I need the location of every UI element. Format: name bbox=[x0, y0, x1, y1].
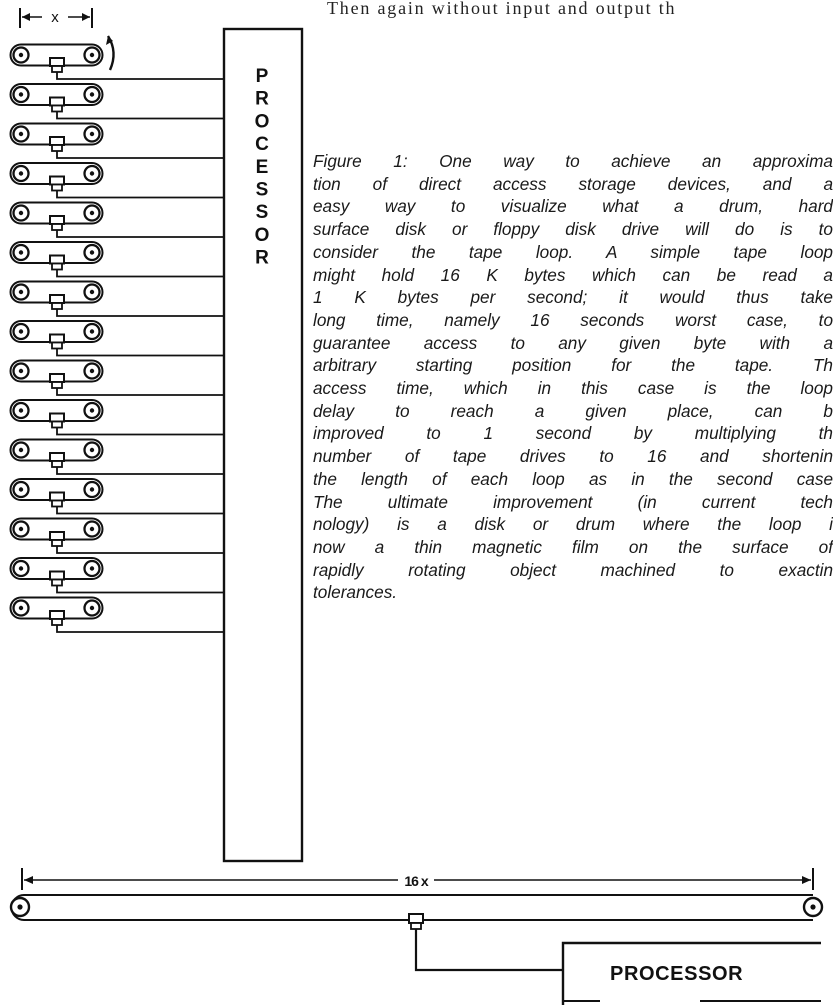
connection-line bbox=[56, 151, 224, 159]
caption-line: long time, namely 16 seconds worst case,… bbox=[313, 309, 833, 330]
long-tape-loop bbox=[9, 894, 824, 972]
tape-head bbox=[49, 610, 65, 620]
caption-line: easy way to visualize what a drum, hard bbox=[313, 196, 833, 217]
dimension-x-label: x bbox=[51, 9, 59, 26]
tape-drive bbox=[9, 359, 224, 396]
connection-line bbox=[56, 309, 224, 317]
tape-drive bbox=[9, 43, 224, 80]
caption-line: number of tape drives to 16 and shorteni… bbox=[313, 446, 833, 467]
dimension-16x-label: 16 x bbox=[404, 873, 428, 889]
processor-letter: S bbox=[256, 202, 269, 223]
processor-box-horizontal: PROCESSOR bbox=[561, 941, 821, 1005]
top-text: Then again without input and output th bbox=[327, 0, 677, 18]
connection-line bbox=[56, 467, 224, 475]
processor-box-vertical bbox=[222, 27, 304, 863]
connection-line bbox=[56, 190, 224, 199]
tape-drive bbox=[9, 162, 224, 199]
processor-letter: C bbox=[255, 134, 269, 155]
tape-drive bbox=[9, 478, 224, 515]
tape-head bbox=[49, 373, 65, 383]
caption-line: guarantee access to any given byte with … bbox=[313, 332, 833, 353]
tape-drive bbox=[9, 122, 224, 159]
processor-letter: R bbox=[255, 248, 269, 269]
tape-drive bbox=[9, 83, 224, 120]
caption-line: Figure 1: One way to achieve an approxim… bbox=[313, 151, 833, 171]
tape-head bbox=[49, 294, 65, 304]
tape-drive bbox=[9, 517, 224, 554]
tape-drive bbox=[9, 241, 224, 278]
tape-drive bbox=[9, 438, 224, 475]
tape-drive bbox=[9, 399, 224, 436]
caption-line: consider the tape loop. A simple tape lo… bbox=[313, 241, 833, 262]
caption-line: 1 K bytes per second; it would thus take bbox=[313, 287, 833, 308]
tape-head bbox=[49, 333, 65, 344]
processor-horizontal-label: PROCESSOR bbox=[610, 963, 743, 985]
tape-head bbox=[49, 491, 65, 502]
tape-drive bbox=[9, 201, 224, 238]
connection-line bbox=[56, 388, 224, 396]
connection-line bbox=[56, 546, 224, 554]
caption-line: improved to 1 second by multiplying th bbox=[313, 423, 833, 444]
processor-letter: O bbox=[255, 225, 270, 246]
tape-head bbox=[49, 570, 65, 581]
tape-head bbox=[49, 452, 65, 462]
tape-drive bbox=[9, 557, 224, 594]
caption-line: rapidly rotating object machined to exac… bbox=[313, 559, 833, 580]
tape-head bbox=[49, 57, 65, 67]
connection-line bbox=[56, 348, 224, 357]
caption-line: tion of direct access storage devices, a… bbox=[313, 173, 833, 194]
processor-letter: E bbox=[256, 157, 269, 178]
tape-drive bbox=[9, 320, 224, 357]
figure-caption: Figure 1: One way to achieve an approxim… bbox=[313, 150, 833, 604]
tape-drive bbox=[9, 596, 224, 633]
caption-line: now a thin magnetic film on the surface … bbox=[313, 536, 833, 557]
tape-head bbox=[49, 215, 65, 225]
processor-letter: S bbox=[256, 180, 269, 201]
connection-line bbox=[56, 230, 224, 238]
connection-line bbox=[56, 269, 224, 278]
processor-letter: R bbox=[255, 89, 269, 110]
tape-head bbox=[49, 136, 65, 146]
tape-drive bbox=[9, 280, 224, 317]
caption-line: The ultimate improvement (in current tec… bbox=[313, 491, 833, 512]
connection-line bbox=[56, 111, 224, 120]
processor-letter: O bbox=[255, 111, 270, 132]
tape-drives-group bbox=[9, 43, 224, 633]
processor-letter: P bbox=[256, 66, 269, 87]
caption-line: access time, which in this case is the l… bbox=[313, 378, 833, 399]
tape-head bbox=[49, 412, 65, 423]
caption-line: surface disk or floppy disk drive will d… bbox=[313, 219, 833, 240]
caption-line: tolerances. bbox=[313, 582, 398, 603]
tape-head bbox=[49, 254, 65, 265]
tape-head bbox=[49, 175, 65, 186]
long-loop-head bbox=[408, 913, 424, 924]
tape-head bbox=[49, 531, 65, 541]
dimension-x: x bbox=[19, 8, 93, 28]
caption-line: arbitrary starting position for the tape… bbox=[313, 355, 833, 376]
connection-line bbox=[56, 625, 224, 633]
connection-line bbox=[56, 585, 224, 594]
caption-line: delay to reach a given place, can b bbox=[313, 400, 833, 421]
connection-line bbox=[56, 506, 224, 515]
caption-line: might hold 16 K bytes which can be read … bbox=[313, 264, 833, 285]
processor-vertical-label: PROCESSOR bbox=[255, 66, 270, 269]
caption-line: the length of each loop as in the second… bbox=[313, 468, 833, 489]
dimension-16x: 16 x bbox=[21, 868, 814, 890]
tape-head bbox=[49, 96, 65, 107]
connection-line bbox=[56, 72, 224, 80]
caption-line: nology) is a disk or drum where the loop… bbox=[313, 514, 833, 535]
connection-line bbox=[56, 427, 224, 436]
